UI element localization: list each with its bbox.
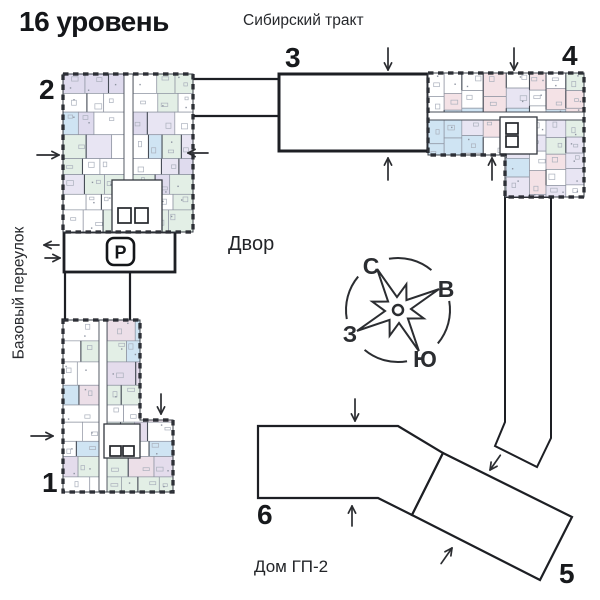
- building-4-number: 4: [562, 40, 578, 71]
- building-1-floorplan[interactable]: [61, 318, 175, 494]
- parking-area[interactable]: P: [62, 230, 177, 274]
- entrance-arrow-icon: [487, 157, 497, 181]
- level-title: 16 уровень: [19, 6, 169, 37]
- entrance-arrow-icon: [509, 47, 519, 71]
- building-5-number: 5: [559, 558, 575, 589]
- compass-north-label: С: [363, 253, 380, 279]
- entrance-arrow-icon: [350, 398, 360, 422]
- building-6-number: 6: [257, 499, 273, 530]
- building-2-floorplan[interactable]: [61, 72, 195, 234]
- building-5-outline[interactable]: [410, 451, 574, 582]
- entrance-arrow-icon: [347, 505, 357, 527]
- parking-letter: P: [114, 243, 126, 263]
- building-4-wing-outline[interactable]: [493, 196, 552, 469]
- entrance-arrow-icon: [43, 240, 60, 250]
- building-3-outline[interactable]: [277, 72, 430, 153]
- connector-building2-building3: [193, 77, 279, 118]
- building-3-number: 3: [285, 42, 301, 73]
- street-label-top: Сибирский тракт: [243, 12, 364, 29]
- entrance-arrow-icon: [44, 253, 61, 263]
- entrance-arrow-icon: [383, 47, 393, 71]
- entrance-arrow-icon: [383, 157, 393, 181]
- entrance-arrow-icon: [187, 148, 209, 158]
- connector-parking-building1: [63, 272, 132, 320]
- entrance-arrow-icon: [440, 547, 453, 565]
- compass-south-label: Ю: [413, 346, 437, 372]
- entrance-arrow-icon: [489, 454, 502, 471]
- entrance-arrow-icon: [156, 393, 166, 415]
- building-1-number: 1: [42, 467, 58, 498]
- courtyard-label: Двор: [228, 233, 275, 255]
- house-gp2-label: Дом ГП-2: [254, 557, 329, 576]
- street-label-left: Базовый переулок: [10, 226, 28, 360]
- compass-rose: С В Ю З: [343, 253, 455, 372]
- entrance-arrow-icon: [36, 150, 60, 160]
- building-6-outline[interactable]: [256, 424, 445, 517]
- entrance-arrow-icon: [30, 431, 54, 441]
- building-4-floorplan[interactable]: [426, 71, 586, 199]
- compass-west-label: З: [343, 321, 357, 347]
- compass-east-label: В: [438, 276, 455, 302]
- parking-icon: [105, 236, 136, 267]
- building-2-number: 2: [39, 74, 55, 105]
